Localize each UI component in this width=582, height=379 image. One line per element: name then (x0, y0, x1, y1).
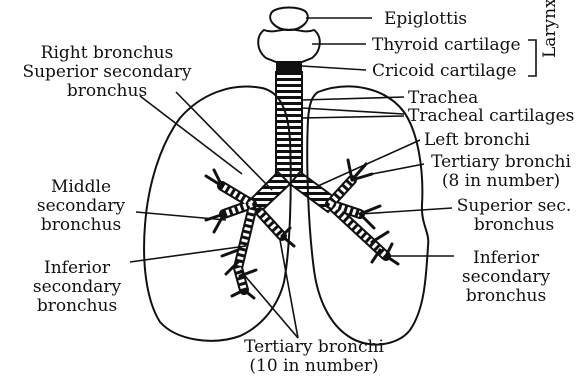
label-middle-secondary: Middle secondary bronchus (28, 178, 134, 235)
label-epiglottis: Epiglottis (384, 10, 467, 29)
label-tertiary-bronchi-8-line2: (8 in number) (426, 172, 576, 191)
leader-cricoid (302, 66, 366, 70)
label-inferior-left-line2: secondary (24, 278, 130, 297)
label-inferior-left-line1: Inferior (24, 259, 130, 278)
label-tertiary-bronchi-10: Tertiary bronchi (10 in number) (234, 338, 394, 376)
leader-middle-secondary (136, 212, 226, 220)
label-tertiary-bronchi-10-line2: (10 in number) (234, 357, 394, 376)
label-superior-secondary-line1: Superior secondary (2, 63, 212, 82)
label-middle-secondary-line1: Middle (28, 178, 134, 197)
label-inferior-secondary-left: Inferior secondary bronchus (24, 259, 130, 316)
leader-trachea-2 (302, 108, 404, 114)
right-secondary-bronchi-rings (222, 186, 282, 290)
label-superior-sec-line2: bronchus (456, 216, 572, 235)
leader-tracheal-cartilages (302, 116, 404, 118)
label-larynx: Larynx (540, 0, 560, 58)
leader-left-bronchi (318, 140, 420, 186)
label-tertiary-bronchi-8-line1: Tertiary bronchi (426, 153, 576, 172)
label-right-bronchus: Right bronchus (2, 44, 212, 63)
label-inferior-right-line2: secondary (456, 268, 556, 287)
label-tertiary-bronchi-10-line1: Tertiary bronchi (234, 338, 394, 357)
label-inferior-secondary-right: Inferior secondary bronchus (456, 249, 556, 306)
label-inferior-right-line3: bronchus (456, 287, 556, 306)
larynx-bracket (528, 40, 536, 76)
label-thyroid-cartilage: Thyroid cartilage (372, 36, 521, 55)
label-tracheal-cartilages: Tracheal cartilages (408, 107, 574, 126)
epiglottis-shape (270, 8, 308, 31)
trachea-shape (276, 72, 302, 176)
cricoid-cartilage-shape (276, 62, 302, 71)
leader-tertiary-right (372, 164, 424, 174)
label-right-bronchus-group: Right bronchus Superior secondary bronch… (2, 44, 212, 101)
label-inferior-right-line1: Inferior (456, 249, 556, 268)
label-superior-sec-line1: Superior sec. (456, 197, 572, 216)
label-inferior-left-line3: bronchus (24, 297, 130, 316)
label-superior-sec-bronchus: Superior sec. bronchus (456, 197, 572, 235)
label-left-bronchi: Left bronchi (424, 131, 530, 150)
label-tertiary-bronchi-8: Tertiary bronchi (8 in number) (426, 153, 576, 191)
leader-tertiary-bottom-1 (240, 270, 298, 338)
label-cricoid-cartilage: Cricoid cartilage (372, 62, 517, 81)
thyroid-cartilage-shape (258, 30, 320, 62)
label-middle-secondary-line3: bronchus (28, 216, 134, 235)
label-middle-secondary-line2: secondary (28, 197, 134, 216)
leader-right-bronchus (176, 92, 272, 190)
label-superior-secondary-line2: bronchus (2, 82, 212, 101)
